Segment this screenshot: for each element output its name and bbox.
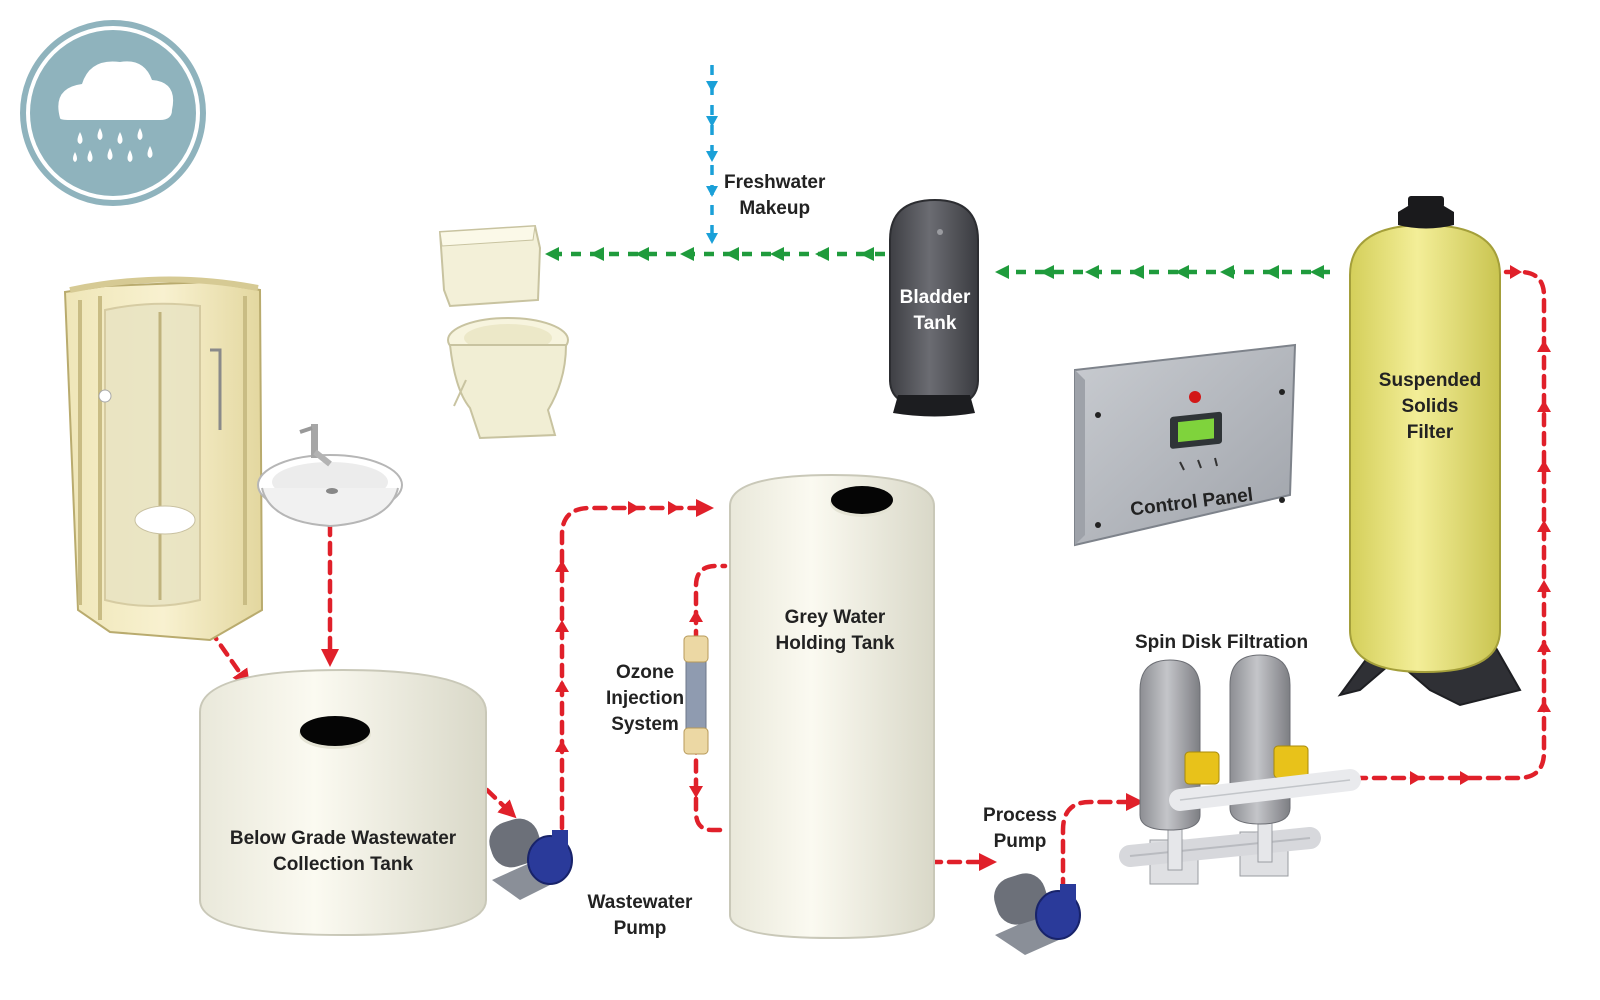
process-pump-label-line1: Process <box>983 805 1057 826</box>
freshwater-label-line2: Makeup <box>739 198 811 219</box>
suspended-label-line3: Filter <box>1406 422 1454 443</box>
bladder-label-line1: Bladder <box>899 287 971 308</box>
suspended-label-line1: Suspended <box>1378 370 1482 391</box>
below-grade-collection-tank <box>199 668 487 937</box>
ozone-loop-flow <box>693 563 728 833</box>
below-grade-tank-label: Below Grade Wastewater Collection Tank <box>228 826 458 878</box>
ozone-label-line2: Injection <box>605 688 685 709</box>
process-pump-label: Process Pump <box>975 803 1065 855</box>
toilet <box>438 224 569 440</box>
bladder-tank-label: Bladder Tank <box>895 285 975 337</box>
shower-enclosure <box>63 276 264 642</box>
rain-cloud-icon <box>20 20 206 206</box>
control-panel-label: Control Panel <box>1129 483 1255 524</box>
ozone-injection-unit <box>683 635 709 755</box>
grey-water-label-line2: Holding Tank <box>775 633 895 654</box>
suspended-solids-filter <box>1337 196 1522 707</box>
wastewater-pump-to-holding-tank-flow <box>559 499 714 831</box>
below-grade-label-line2: Collection Tank <box>272 854 414 875</box>
control-panel <box>1074 343 1297 547</box>
suspended-label-line2: Solids <box>1401 396 1459 417</box>
freshwater-label-line1: Freshwater <box>724 172 826 193</box>
wastewater-pump-label-line2: Pump <box>613 918 667 939</box>
process-pump <box>994 873 1081 955</box>
clean-water-flow-lines <box>548 251 1330 275</box>
red-arrowheads <box>555 265 1551 798</box>
bladder-tank <box>889 198 979 417</box>
freshwater-makeup-label: Freshwater Makeup <box>724 170 825 222</box>
spin-disk-to-suspended-filter-flow <box>1352 269 1547 781</box>
ozone-label-line3: System <box>611 714 679 735</box>
process-pump-to-spin-disk-flow <box>1060 793 1144 893</box>
wastewater-pump-label-line1: Wastewater <box>587 892 693 913</box>
spin-disk-filtration <box>1119 654 1361 885</box>
shower-to-tank-flow <box>207 627 251 688</box>
sink <box>257 424 403 528</box>
grey-water-holding-tank <box>729 473 935 940</box>
spin-disk-filtration-label: Spin Disk Filtration <box>1135 630 1308 656</box>
clean-water-arrowheads <box>545 247 1324 279</box>
wastewater-pump-label: Wastewater Pump <box>585 890 695 942</box>
ozone-injection-label: Ozone Injection System <box>600 660 690 738</box>
bladder-label-line2: Tank <box>913 313 957 334</box>
suspended-solids-filter-label: Suspended Solids Filter <box>1375 368 1485 446</box>
spin-disk-text: Spin Disk Filtration <box>1135 632 1309 653</box>
grey-water-tank-label: Grey Water Holding Tank <box>765 605 905 657</box>
wastewater-flow-lines <box>207 269 1547 893</box>
tank-to-wastewater-pump-flow <box>484 787 517 819</box>
ozone-label-line1: Ozone <box>615 662 675 683</box>
freshwater-arrowheads <box>706 81 718 244</box>
process-pump-label-line2: Pump <box>993 831 1047 852</box>
wastewater-pump <box>489 818 573 900</box>
control-panel-text: Control Panel <box>1129 484 1255 521</box>
below-grade-label-line1: Below Grade Wastewater <box>229 828 457 849</box>
grey-water-label-line1: Grey Water <box>784 607 886 628</box>
